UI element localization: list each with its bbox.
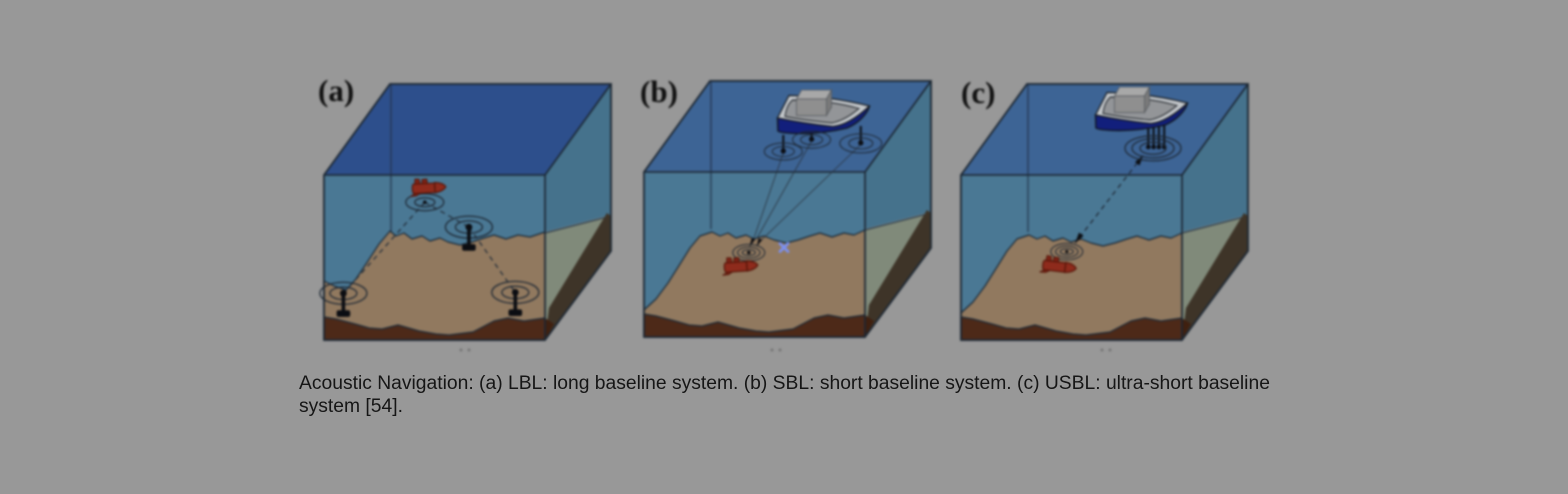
svg-text:(c): (c)	[961, 75, 995, 110]
svg-text:(b): (b)	[640, 74, 678, 109]
svg-text:(a): (a)	[318, 73, 354, 108]
